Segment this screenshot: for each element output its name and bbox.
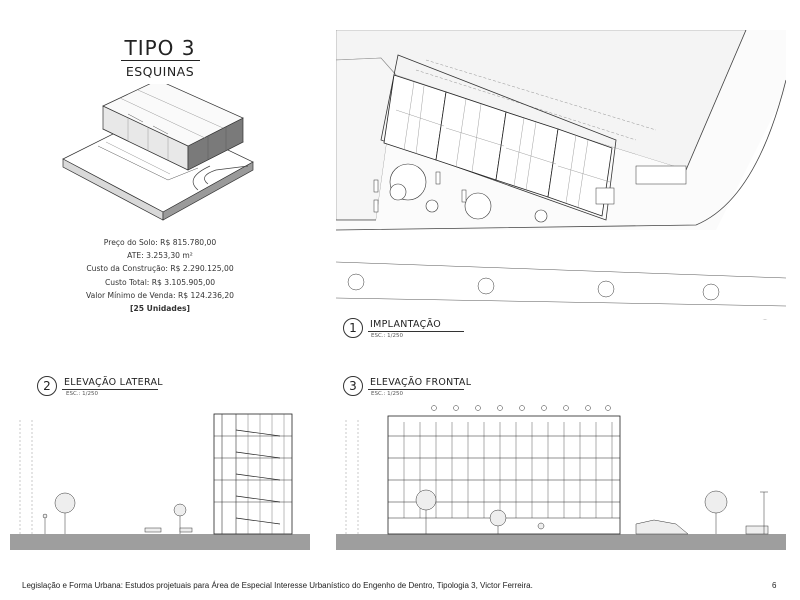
front-elevation-drawing <box>336 405 786 550</box>
site-plan-drawing <box>336 30 786 320</box>
footer-caption: Legislação e Forma Urbana: Estudos proje… <box>22 581 533 590</box>
project-info: Preço do Solo: R$ 815.780,00 ATE: 3.253,… <box>60 236 260 315</box>
page-subtitle: ESQUINAS <box>125 64 195 79</box>
label-elevacao-lateral: ELEVAÇÃO LATERAL <box>64 377 163 388</box>
side-elevation-drawing <box>10 413 310 550</box>
label-number-3: 3 <box>343 376 363 396</box>
label-number-1: 1 <box>343 318 363 338</box>
label-underline-2 <box>62 389 158 390</box>
label-number-2: 2 <box>37 376 57 396</box>
unidades: [25 Unidades] <box>130 304 190 314</box>
label-underline-3 <box>368 389 464 390</box>
label-implantacao: IMPLANTAÇÃO <box>370 319 441 330</box>
label-underline-1 <box>368 331 464 332</box>
custo-total: Custo Total: R$ 3.105.905,00 <box>104 277 216 287</box>
preco-solo: Preço do Solo: R$ 815.780,00 <box>103 238 217 247</box>
custo-construcao: Custo da Construção: R$ 2.290.125,00 <box>86 264 234 274</box>
scale-elevacao-frontal: ESC.: 1/250 <box>371 391 404 397</box>
ate: ATE: 3.253,30 m² <box>127 251 193 261</box>
scale-elevacao-lateral: ESC.: 1/250 <box>66 391 99 397</box>
page-number: 6 <box>772 581 777 590</box>
label-elevacao-frontal: ELEVAÇÃO FRONTAL <box>370 377 472 388</box>
page-title: TIPO 3 <box>100 36 220 61</box>
isometric-model-drawing <box>62 84 254 221</box>
scale-implantacao: ESC.: 1/250 <box>371 333 404 339</box>
valor-minimo: Valor Mínimo de Venda: R$ 124.236,20 <box>85 290 235 300</box>
